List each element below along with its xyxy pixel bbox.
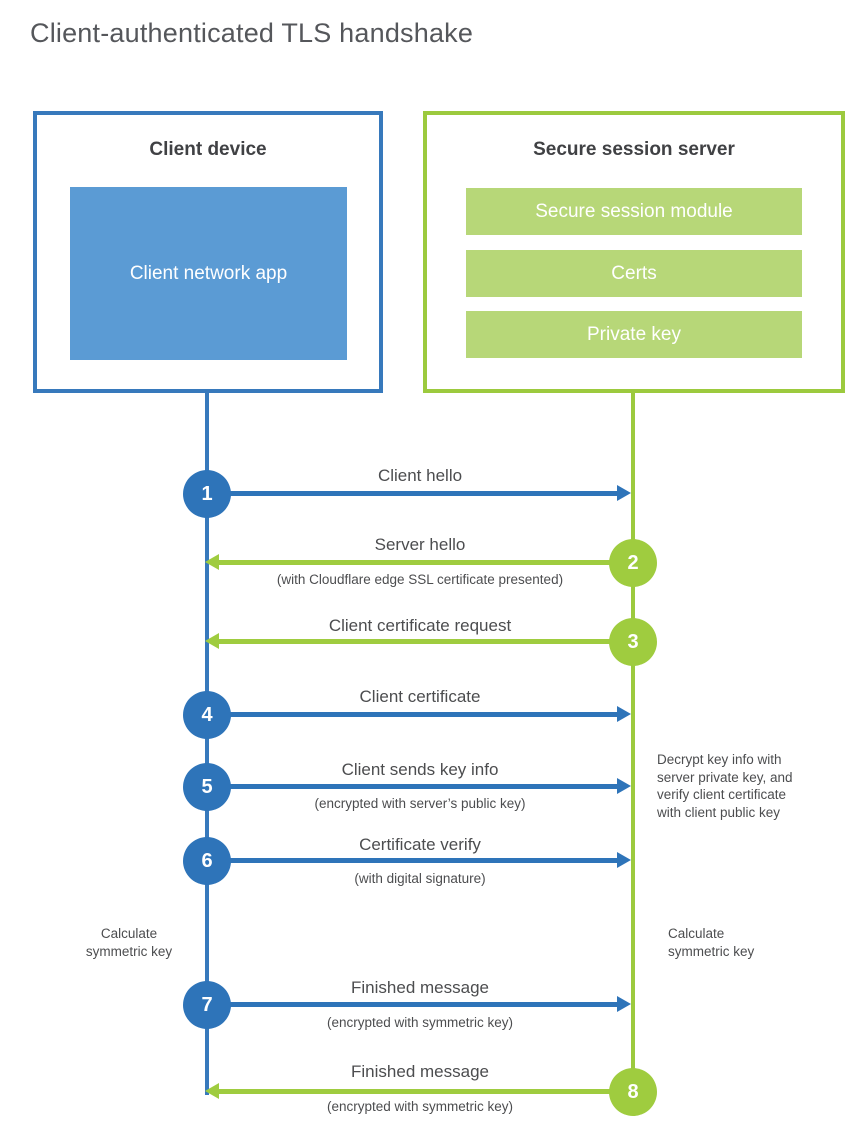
server-module-certs-label: Certs bbox=[611, 262, 657, 284]
step-6-badge: 6 bbox=[183, 837, 231, 885]
step-2-number: 2 bbox=[627, 551, 639, 574]
step-1-badge: 1 bbox=[183, 470, 231, 518]
step-7-sublabel: (encrypted with symmetric key) bbox=[326, 1015, 514, 1030]
step-3-number: 3 bbox=[627, 630, 639, 653]
step-7-label: Finished message bbox=[351, 978, 489, 997]
client-device-title: Client device bbox=[149, 139, 267, 160]
server-module-secure-session: Secure session module bbox=[466, 188, 802, 235]
server-module-private-key: Private key bbox=[466, 311, 802, 358]
client-lifeline bbox=[205, 393, 209, 1095]
server-calculate-symmetric-key-note: Calculate symmetric key bbox=[668, 926, 755, 959]
secure-session-server-box: Secure session server Secure session mod… bbox=[423, 111, 845, 393]
step-8-number: 8 bbox=[627, 1080, 639, 1103]
step-4-arrow-right bbox=[208, 706, 631, 722]
step-6-sublabel: (with digital signature) bbox=[354, 871, 486, 886]
step-7-arrow-right bbox=[208, 996, 631, 1012]
step-3-arrow-left bbox=[205, 633, 633, 649]
step-7-badge: 7 bbox=[183, 981, 231, 1029]
step-1-number: 1 bbox=[201, 482, 213, 505]
step-6-arrow-right bbox=[208, 852, 631, 868]
step-8-arrow-left bbox=[205, 1083, 633, 1099]
page-title: Client-authenticated TLS handshake bbox=[30, 18, 474, 48]
step-7-number: 7 bbox=[201, 993, 213, 1016]
step-5-number: 5 bbox=[201, 775, 213, 798]
step-5-sublabel: (encrypted with server’s public key) bbox=[314, 796, 526, 811]
step-8-label: Finished message bbox=[351, 1062, 489, 1081]
step-5-badge: 5 bbox=[183, 763, 231, 811]
client-network-app-label: Client network app bbox=[129, 262, 288, 284]
step-4-badge: 4 bbox=[183, 691, 231, 739]
step-3-badge: 3 bbox=[609, 618, 657, 666]
step-4-label: Client certificate bbox=[359, 687, 481, 706]
step-8-sublabel: (encrypted with symmetric key) bbox=[326, 1099, 514, 1114]
server-module-private-key-label: Private key bbox=[587, 323, 681, 345]
step-1-label: Client hello bbox=[377, 466, 463, 485]
client-network-app-box: Client network app bbox=[70, 187, 347, 360]
step-2-sublabel: (with Cloudflare edge SSL certificate pr… bbox=[276, 572, 564, 587]
step-3-label: Client certificate request bbox=[328, 616, 512, 635]
step-5-label: Client sends key info bbox=[341, 760, 499, 779]
client-calculate-symmetric-key-note: Calculate symmetric key bbox=[85, 926, 173, 959]
step-2-badge: 2 bbox=[609, 539, 657, 587]
step-6-number: 6 bbox=[201, 849, 213, 872]
step-2-label: Server hello bbox=[374, 535, 466, 554]
step-4-number: 4 bbox=[201, 703, 213, 726]
secure-session-server-title: Secure session server bbox=[533, 139, 735, 160]
step-5-arrow-right bbox=[208, 778, 631, 794]
server-decrypt-note: Decrypt key info with server private key… bbox=[657, 752, 793, 820]
server-module-secure-session-label: Secure session module bbox=[535, 200, 733, 222]
server-module-certs: Certs bbox=[466, 250, 802, 297]
server-lifeline bbox=[631, 393, 635, 1092]
step-6-label: Certificate verify bbox=[359, 835, 481, 854]
step-8-badge: 8 bbox=[609, 1068, 657, 1116]
client-device-box: Client device Client network app bbox=[33, 111, 383, 393]
step-1-arrow-right bbox=[208, 485, 631, 501]
step-2-arrow-left bbox=[205, 554, 633, 570]
